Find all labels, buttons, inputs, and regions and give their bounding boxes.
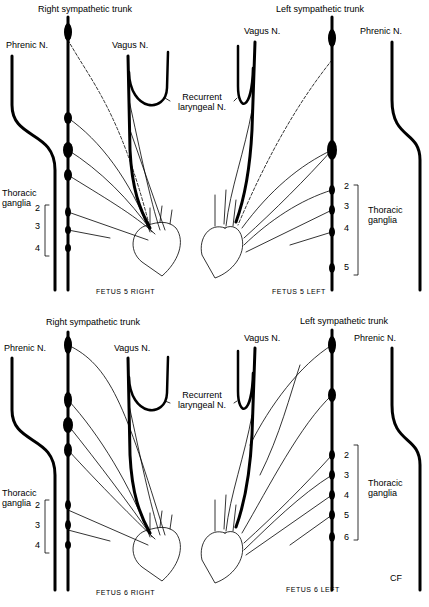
anatomy-label: Recurrent laryngeal N.	[172, 390, 232, 410]
anatomy-label: Vagus N.	[244, 333, 280, 343]
anatomy-label: Thoracic ganglia	[368, 478, 412, 498]
callout-number: 2	[344, 181, 349, 191]
callout-number: 4	[344, 223, 349, 233]
figure-caption: FETUS 6 RIGHT	[96, 588, 155, 598]
anatomy-label: CF	[390, 573, 402, 583]
anatomy-label: Right sympathetic trunk	[38, 4, 132, 14]
callout-number: 4	[344, 490, 349, 500]
anatomy-label: Phrenic N.	[6, 40, 48, 50]
figure-caption: FETUS 5 RIGHT	[96, 287, 155, 297]
anatomy-label: Thoracic ganglia	[368, 205, 412, 225]
callout-number: 5	[344, 510, 349, 520]
fetus5-right-drawing	[12, 17, 180, 290]
callout-number: 5	[344, 262, 349, 272]
anatomy-label: Vagus N.	[112, 40, 148, 50]
anatomy-label: Phrenic N.	[360, 26, 402, 36]
fetus5-left-drawing	[201, 17, 420, 290]
anatomy-label: Phrenic N.	[4, 343, 46, 353]
callout-number: 3	[35, 221, 40, 231]
callout-number: 2	[344, 450, 349, 460]
fetus6-left-drawing	[201, 330, 420, 590]
anatomy-label: Right sympathetic trunk	[46, 317, 140, 327]
anatomy-label: Vagus N.	[244, 26, 280, 36]
callout-number: 4	[35, 540, 40, 550]
callout-number: 3	[344, 201, 349, 211]
callout-number: 3	[344, 470, 349, 480]
callout-number: 2	[35, 203, 40, 213]
figure-caption: FETUS 5 LEFT	[272, 287, 326, 297]
callout-number: 2	[35, 500, 40, 510]
anatomy-label: Recurrent laryngeal N.	[172, 92, 232, 112]
anatomy-label: Left sympathetic trunk	[276, 4, 364, 14]
callout-number: 6	[344, 532, 349, 542]
anatomy-label: Vagus N.	[114, 343, 150, 353]
figure-caption: FETUS 6 LEFT	[286, 585, 340, 595]
anatomy-label: Phrenic N.	[354, 333, 396, 343]
callout-number: 4	[35, 243, 40, 253]
fetus6-right-drawing	[12, 332, 180, 590]
callout-number: 3	[35, 520, 40, 530]
anatomy-label: Left sympathetic trunk	[300, 316, 388, 326]
